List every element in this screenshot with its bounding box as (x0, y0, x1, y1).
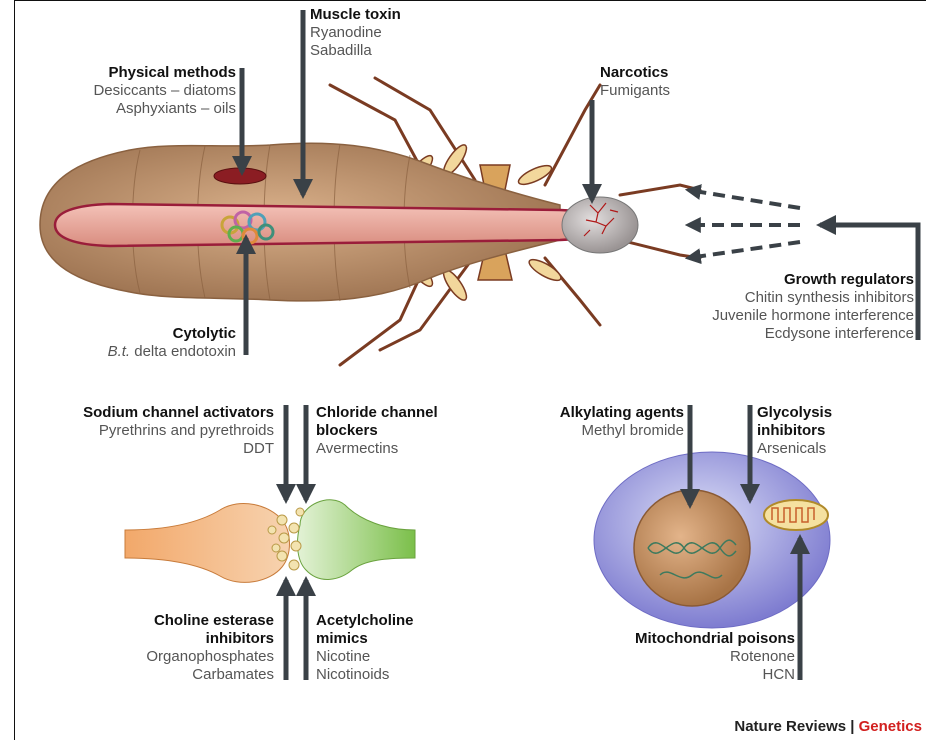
choline-esterase-item: Organophosphates (146, 648, 274, 666)
mitochondrial-item: Rotenone (635, 648, 795, 666)
acetylcholine-item: Nicotinoids (316, 666, 414, 684)
cell-nucleus (634, 490, 750, 606)
label-growth-regulators: Growth regulators Chitin synthesis inhib… (712, 271, 914, 343)
label-choline-esterase: Choline esterase inhibitors Organophosph… (146, 612, 274, 684)
cytolytic-item-rest: delta endotoxin (130, 343, 236, 360)
label-mitochondrial: Mitochondrial poisons Rotenone HCN (635, 630, 795, 684)
muscle-toxin-item: Ryanodine (310, 24, 401, 42)
choline-esterase-heading-2: inhibitors (146, 630, 274, 648)
sodium-channel-item: DDT (83, 440, 274, 458)
chloride-channel-heading-1: Chloride channel (316, 404, 438, 422)
mitochondrial-heading: Mitochondrial poisons (635, 630, 795, 648)
label-muscle-toxin: Muscle toxin Ryanodine Sabadilla (310, 6, 401, 60)
label-chloride-channel: Chloride channel blockers Avermectins (316, 404, 438, 458)
narcotics-item: Fumigants (600, 82, 670, 100)
muscle-toxin-heading: Muscle toxin (310, 6, 401, 24)
muscle-toxin-item: Sabadilla (310, 42, 401, 60)
acetylcholine-item: Nicotine (316, 648, 414, 666)
glycolysis-heading-2: inhibitors (757, 422, 832, 440)
antenna-lower (620, 240, 700, 258)
glycolysis-item: Arsenicals (757, 440, 832, 458)
label-physical-methods: Physical methods Desiccants – diatoms As… (93, 64, 236, 118)
credit-journal: Nature Reviews (734, 718, 846, 735)
insect-head (562, 197, 638, 253)
growth-regulators-item: Chitin synthesis inhibitors (712, 289, 914, 307)
label-cytolytic: Cytolytic B.t. delta endotoxin (108, 325, 236, 361)
acetylcholine-heading-2: mimics (316, 630, 414, 648)
credit-section: Genetics (859, 718, 922, 735)
physical-methods-item: Desiccants – diatoms (93, 82, 236, 100)
credit-separator: | (846, 718, 859, 735)
growth-regulators-item: Juvenile hormone interference (712, 307, 914, 325)
glycolysis-heading-1: Glycolysis (757, 404, 832, 422)
antenna-upper (620, 185, 700, 195)
acetylcholine-heading-1: Acetylcholine (316, 612, 414, 630)
cytolytic-item-italic: B.t. (108, 343, 131, 360)
sodium-channel-heading: Sodium channel activators (83, 404, 274, 422)
label-narcotics: Narcotics Fumigants (600, 64, 670, 100)
label-alkylating: Alkylating agents Methyl bromide (560, 404, 684, 440)
alkylating-heading: Alkylating agents (560, 404, 684, 422)
growth-regulators-item: Ecdysone interference (712, 325, 914, 343)
label-acetylcholine: Acetylcholine mimics Nicotine Nicotinoid… (316, 612, 414, 684)
physical-methods-item: Asphyxiants – oils (93, 100, 236, 118)
choline-esterase-heading-1: Choline esterase (146, 612, 274, 630)
postsynaptic-terminal (298, 500, 415, 580)
cytolytic-heading: Cytolytic (108, 325, 236, 343)
sodium-channel-item: Pyrethrins and pyrethroids (83, 422, 274, 440)
presynaptic-terminal (125, 503, 290, 582)
growth-regulators-heading: Growth regulators (712, 271, 914, 289)
label-glycolysis: Glycolysis inhibitors Arsenicals (757, 404, 832, 458)
narcotics-heading: Narcotics (600, 64, 670, 82)
label-sodium-channel: Sodium channel activators Pyrethrins and… (83, 404, 274, 458)
chloride-channel-heading-2: blockers (316, 422, 438, 440)
choline-esterase-item: Carbamates (146, 666, 274, 684)
chloride-channel-item: Avermectins (316, 440, 438, 458)
journal-credit: Nature Reviews | Genetics (734, 718, 922, 735)
insect-gut (55, 204, 625, 246)
mitochondrial-item: HCN (635, 666, 795, 684)
cytolytic-item: B.t. delta endotoxin (108, 343, 236, 361)
physical-methods-heading: Physical methods (93, 64, 236, 82)
alkylating-item: Methyl bromide (560, 422, 684, 440)
